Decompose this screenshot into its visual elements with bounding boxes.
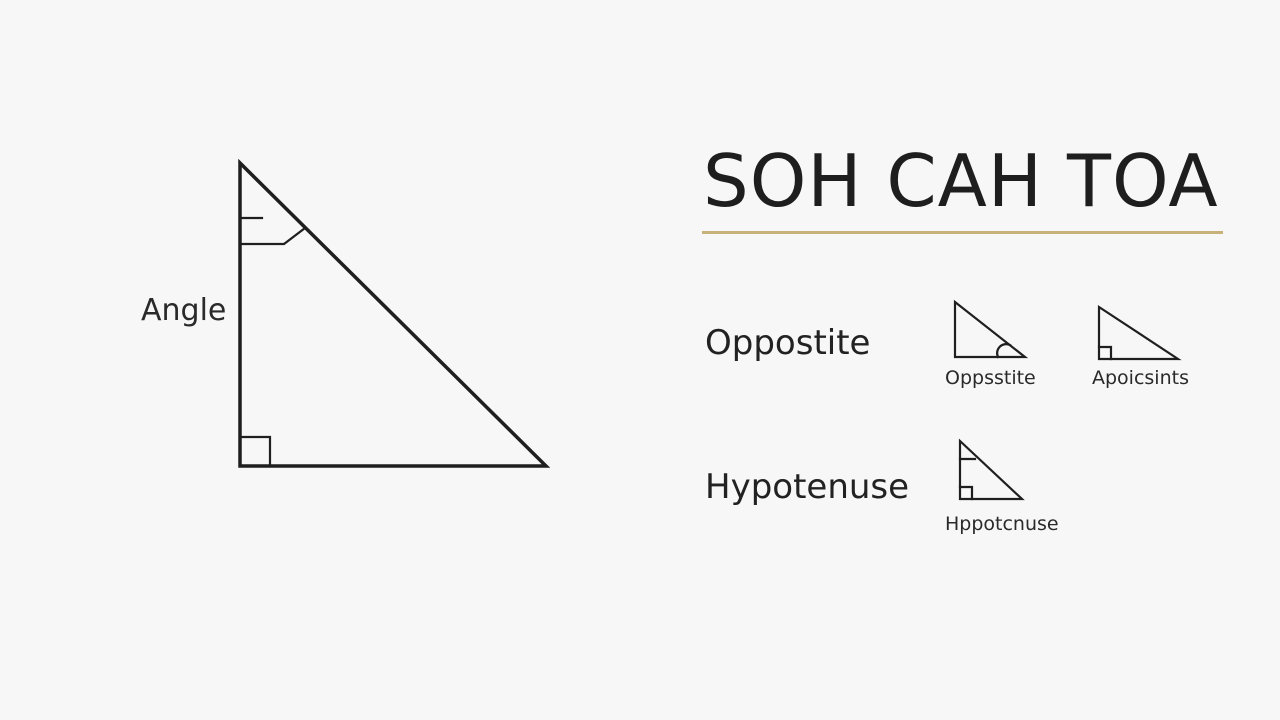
mini-triangle-2-caption: Apoicsints <box>1092 367 1189 389</box>
main-right-triangle <box>238 158 551 468</box>
title-underline <box>702 231 1223 234</box>
term-hypotenuse-label: Hypotenuse <box>705 467 910 507</box>
term-opposite-label: Oppostite <box>705 323 871 363</box>
mini-triangle-3-outline <box>958 438 1025 501</box>
mini-triangle-1-caption: Oppsstite <box>945 367 1036 389</box>
main-right-angle-marker <box>238 435 272 468</box>
mini-triangle-3 <box>958 438 1025 501</box>
mini-triangle-2 <box>1097 304 1182 361</box>
mini-triangle-1 <box>953 299 1029 359</box>
angle-label: Angle <box>141 293 227 328</box>
mini-triangle-1-outline <box>953 299 1029 359</box>
mini-triangle-1-angle-arc <box>996 343 1012 359</box>
mini-triangle-3-caption: Hppotcnuse <box>945 513 1059 535</box>
main-top-angle-marker <box>238 226 307 246</box>
main-triangle-outline <box>238 158 551 468</box>
mini-triangle-3-right-angle-marker <box>958 485 974 501</box>
mini-triangle-2-right-angle-marker <box>1097 345 1113 361</box>
page-title: SOH CAH TOA <box>703 139 1219 223</box>
mini-triangle-2-outline <box>1097 304 1182 361</box>
